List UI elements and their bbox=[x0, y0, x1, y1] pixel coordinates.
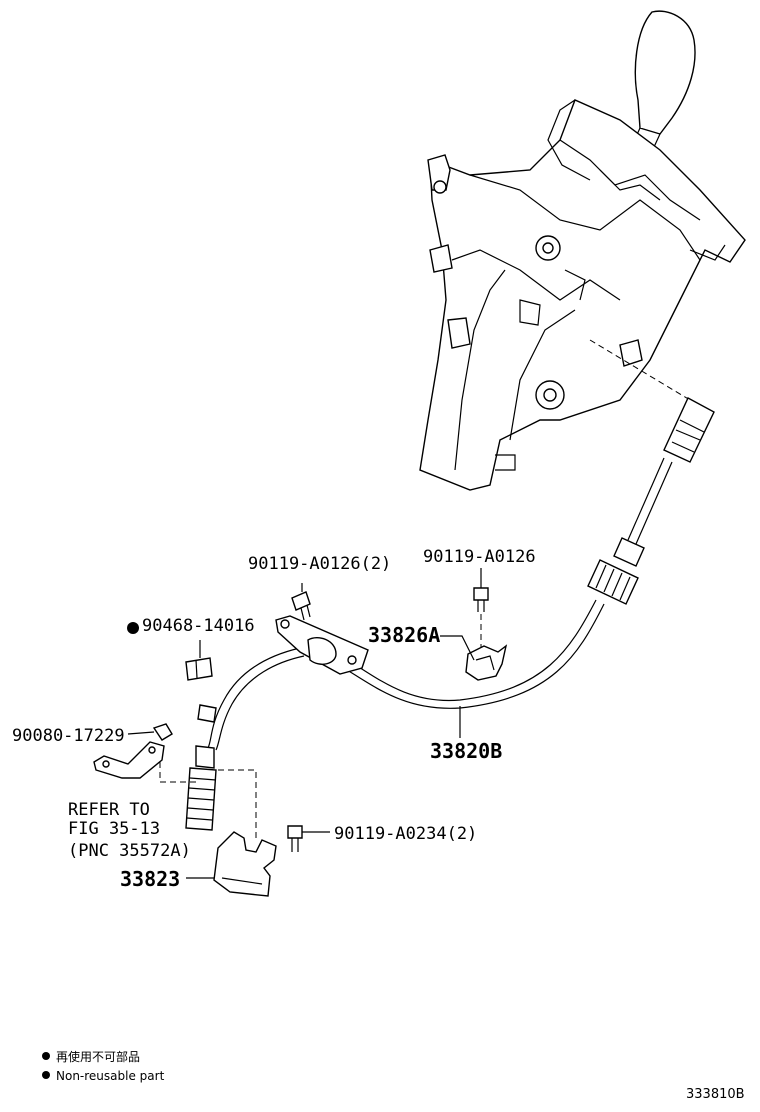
legend-bullet-jp bbox=[42, 1052, 50, 1060]
bracket-reference bbox=[93, 741, 165, 779]
refer-line-3: (PNC 35572A) bbox=[68, 841, 191, 861]
bolt-90119-a0234-pair bbox=[287, 825, 330, 852]
legend-en: Non-reusable part bbox=[56, 1069, 165, 1083]
callout-bracket: 33823 bbox=[120, 867, 180, 891]
callout-bolt-top-right: 90119-A0126 bbox=[423, 547, 536, 567]
refer-line-1: REFER TO bbox=[68, 800, 150, 820]
bracket-33823 bbox=[186, 831, 277, 897]
callout-cable: 33820B bbox=[430, 739, 502, 763]
shift-lever-assembly bbox=[419, 10, 746, 491]
callout-nut: 90080-17229 bbox=[12, 726, 125, 746]
legend-bullet-en bbox=[42, 1071, 50, 1079]
bolt-90119-a0126-pair bbox=[291, 583, 311, 621]
shift-cable bbox=[159, 397, 715, 838]
callout-clip: 33826A bbox=[368, 623, 440, 647]
bolt-90119-a0126 bbox=[473, 568, 489, 650]
clip-33826a bbox=[440, 635, 508, 681]
nut-90080-17229 bbox=[127, 723, 173, 741]
refer-line-2: FIG 35-13 bbox=[68, 819, 160, 839]
callout-bolt-top-left: 90119-A0126(2) bbox=[248, 554, 391, 574]
callout-bolt-bottom: 90119-A0234(2) bbox=[334, 824, 477, 844]
legend-jp: 再使用不可部品 bbox=[56, 1049, 140, 1064]
figure-number: 333810B bbox=[686, 1087, 745, 1102]
callout-bushing: 90468-14016 bbox=[142, 616, 255, 636]
bushing-90468-14016 bbox=[185, 640, 213, 681]
non-reusable-bullet bbox=[127, 622, 139, 634]
